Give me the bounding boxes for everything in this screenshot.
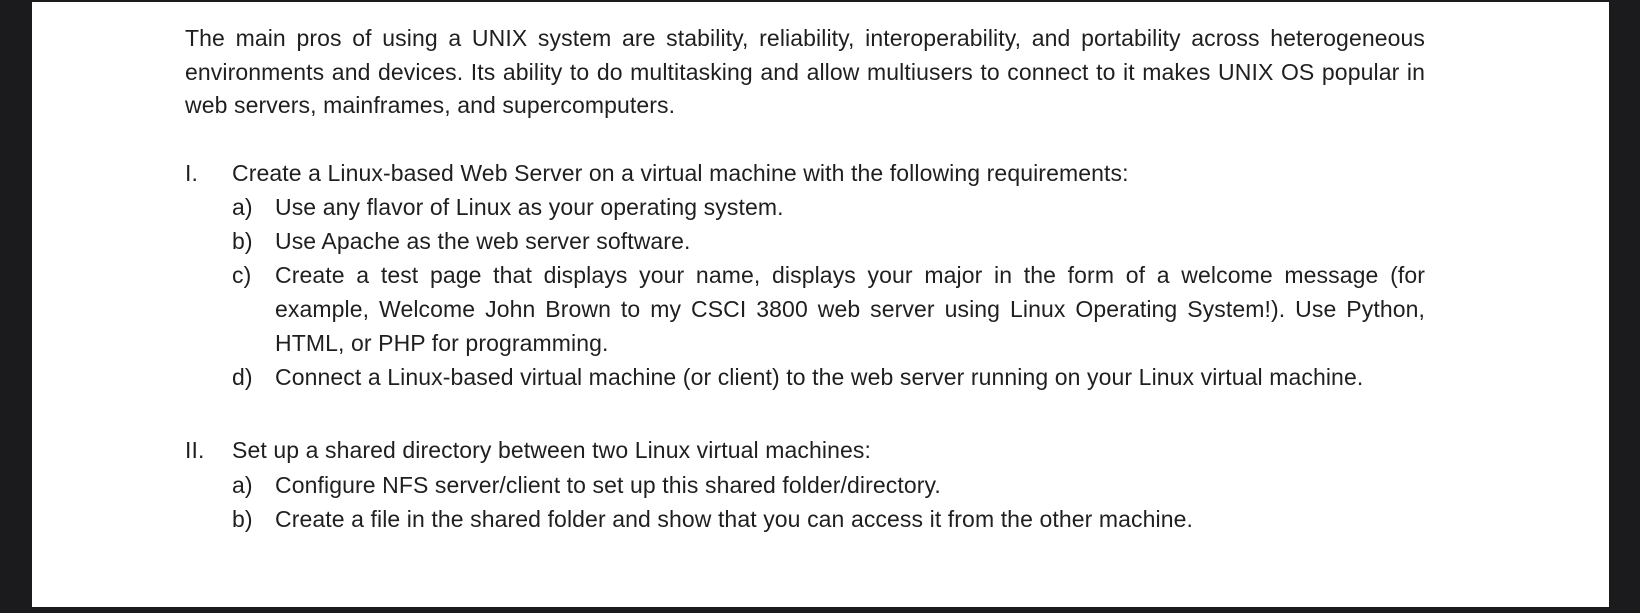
task-one-title: Create a Linux-based Web Server on a vir…: [232, 159, 1129, 186]
task-two-numeral: II.: [185, 437, 205, 463]
subitem-text: Configure NFS server/client to set up th…: [275, 471, 941, 498]
intro-paragraph: The main pros of using a UNIX system are…: [185, 25, 1425, 118]
subitem-label: a): [232, 471, 253, 498]
document-content: The main pros of using a UNIX system are…: [185, 22, 1425, 536]
task-two-heading: II. Set up a shared directory between tw…: [185, 434, 1425, 468]
subitem-label: d): [232, 364, 253, 390]
list-item: b) Use Apache as the web server software…: [232, 224, 1425, 258]
list-item: b) Create a file in the shared folder an…: [232, 502, 1425, 536]
task-one-numeral: I.: [185, 159, 198, 186]
list-item: a) Use any flavor of Linux as your opera…: [232, 190, 1425, 224]
subitem-label: b): [232, 228, 253, 254]
subitem-label: b): [232, 505, 253, 532]
subitem-text: Create a file in the shared folder and s…: [275, 505, 1193, 532]
list-item: d) Connect a Linux-based virtual machine…: [232, 360, 1425, 394]
subitem-text: Create a test page that displays your na…: [275, 262, 1425, 356]
task-one-heading: I. Create a Linux-based Web Server on a …: [185, 157, 1425, 191]
subitem-text: Use Apache as the web server software.: [275, 228, 691, 254]
subitem-text: Use any flavor of Linux as your operatin…: [275, 194, 784, 220]
top-border-strip: [0, 0, 1640, 2]
left-border-bar: [0, 0, 32, 613]
subitem-label: a): [232, 194, 253, 220]
right-border-bar: [1609, 0, 1640, 613]
list-item: a) Configure NFS server/client to set up…: [232, 468, 1425, 502]
subitem-text: Connect a Linux-based virtual machine (o…: [275, 364, 1364, 390]
task-two-title: Set up a shared directory between two Li…: [232, 437, 871, 463]
task-one: I. Create a Linux-based Web Server on a …: [185, 157, 1425, 395]
list-item: c) Create a test page that displays your…: [232, 258, 1425, 360]
task-two: II. Set up a shared directory between tw…: [185, 434, 1425, 536]
bottom-border-strip: [0, 607, 1640, 613]
subitem-label: c): [232, 262, 252, 288]
